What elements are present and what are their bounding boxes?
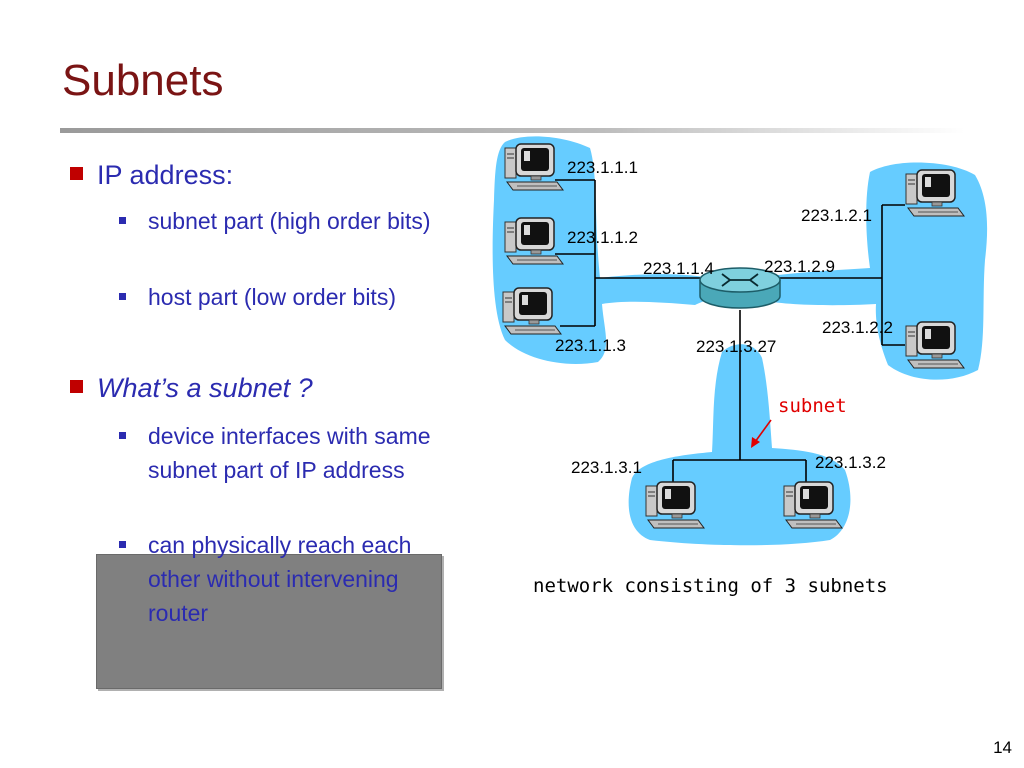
- host-computer-icon: [783, 481, 843, 529]
- diagram-caption: network consisting of 3 subnets: [533, 575, 888, 597]
- host-computer-icon: [645, 481, 705, 529]
- page-number: 14: [993, 738, 1012, 757]
- address-label: 223.1.1.1: [567, 158, 638, 177]
- router-icon: [699, 267, 781, 309]
- address-label: 223.1.3.2: [815, 453, 886, 472]
- bullet-square-icon: [70, 167, 83, 180]
- bullet-square-icon: [70, 380, 83, 393]
- sub-bullet-text: device interfaces with same subnet part …: [148, 423, 431, 483]
- sub-bullet-text: can physically reach each other without …: [148, 532, 412, 626]
- address-label: 223.1.3.27: [696, 337, 776, 356]
- address-label: 223.1.1.3: [555, 336, 626, 355]
- subnet-arrow-icon: [751, 419, 772, 448]
- address-label: 223.1.2.2: [822, 318, 893, 337]
- slide-title: Subnets: [62, 56, 224, 105]
- sub-bullet-host-part: host part (low order bits): [119, 280, 468, 314]
- sub-bullet-subnet-part: subnet part (high order bits): [119, 204, 448, 238]
- sub-bullet-text: subnet part (high order bits): [148, 208, 431, 234]
- sub-bullet-text: host part (low order bits): [148, 284, 396, 310]
- address-label: 223.1.1.2: [567, 228, 638, 247]
- sub-bullet-device-interfaces: device interfaces with same subnet part …: [119, 419, 443, 487]
- subnet-label: subnet: [778, 395, 847, 417]
- sub-bullet-square-icon: [119, 541, 126, 548]
- sub-bullet-square-icon: [119, 217, 126, 224]
- address-label: 223.1.3.1: [571, 458, 642, 477]
- bullet-text: What’s a subnet ?: [97, 373, 313, 403]
- host-computer-icon: [905, 169, 965, 217]
- gray-rectangle: [96, 554, 442, 689]
- address-label: 223.1.2.9: [764, 257, 835, 276]
- bullet-text: IP address:: [97, 160, 234, 190]
- address-label: 223.1.1.4: [643, 259, 714, 278]
- host-computer-icon: [502, 287, 562, 335]
- host-computer-icon: [504, 143, 564, 191]
- bullet-whats-a-subnet: What’s a subnet ?: [70, 373, 313, 404]
- sub-bullet-square-icon: [119, 293, 126, 300]
- address-label: 223.1.2.1: [801, 206, 872, 225]
- host-computer-icon: [504, 217, 564, 265]
- sub-bullet-physically-reach: can physically reach each other without …: [119, 528, 428, 630]
- network-links: [555, 179, 905, 482]
- host-computer-icon: [905, 321, 965, 369]
- bullet-ip-address: IP address:: [70, 160, 233, 191]
- sub-bullet-square-icon: [119, 432, 126, 439]
- title-divider: [60, 128, 965, 133]
